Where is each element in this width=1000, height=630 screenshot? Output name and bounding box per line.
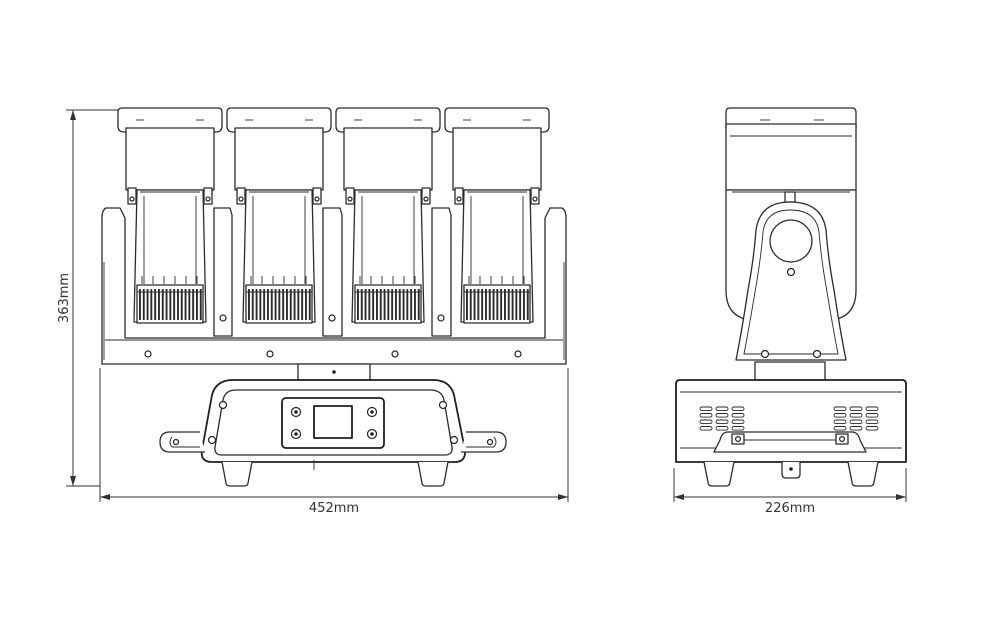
led-fins xyxy=(463,284,531,324)
height-dimension: 363mm xyxy=(57,109,118,487)
control-buttons xyxy=(290,406,378,440)
moving-head xyxy=(226,107,332,324)
moving-head xyxy=(117,107,223,324)
front-view xyxy=(101,107,567,487)
moving-head xyxy=(335,107,441,324)
width-dimension-front: 452mm xyxy=(99,368,569,516)
front-heads xyxy=(117,107,550,324)
side-base xyxy=(675,379,907,463)
width-front-label: 452mm xyxy=(309,501,359,516)
led-fins xyxy=(136,284,204,324)
width-side-label: 226mm xyxy=(765,501,815,516)
side-vents xyxy=(699,406,879,431)
display-screen xyxy=(313,405,353,439)
width-dimension-side: 226mm xyxy=(673,468,907,516)
side-yoke-arm xyxy=(735,201,847,361)
control-panel xyxy=(281,397,385,449)
moving-head xyxy=(444,107,550,324)
height-label: 363mm xyxy=(57,273,72,323)
yoke-bar xyxy=(101,207,567,365)
led-fins xyxy=(354,284,422,324)
yoke-arms xyxy=(213,207,452,337)
base-housing xyxy=(159,379,507,487)
side-view xyxy=(675,107,907,487)
led-fins xyxy=(245,284,313,324)
side-handle xyxy=(713,431,867,453)
side-head-body xyxy=(725,123,857,191)
